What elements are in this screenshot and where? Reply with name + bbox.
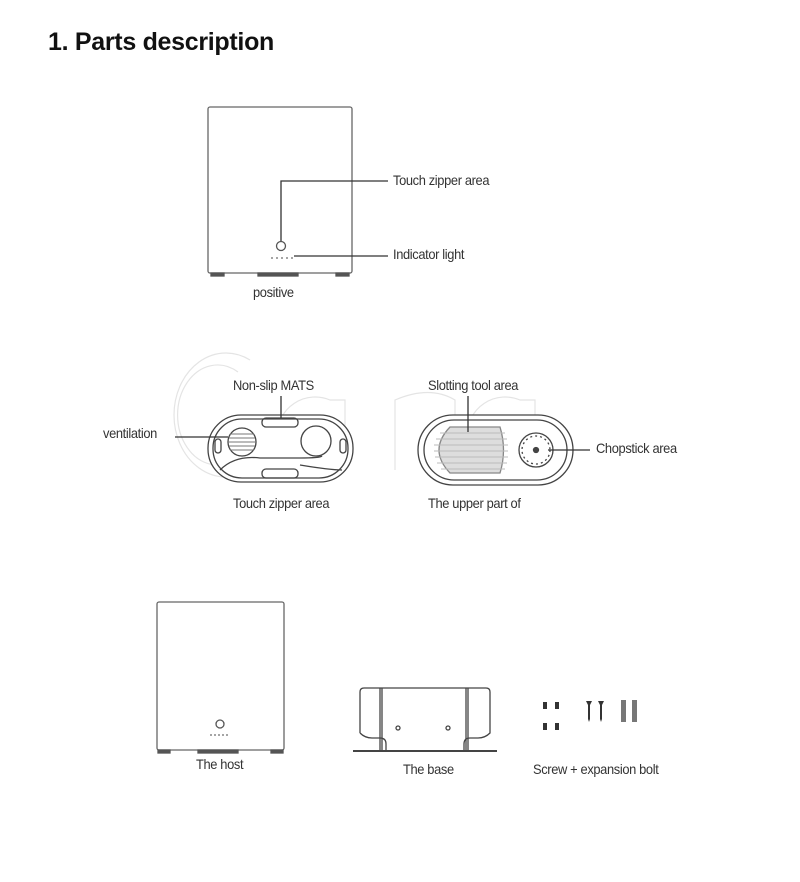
page-title: 1. Parts description: [48, 28, 275, 56]
chopstick-area-label: Chopstick area: [596, 440, 677, 456]
indicator-light-dots: [271, 257, 293, 259]
front-view-device: [207, 106, 388, 277]
bottom-view-device: [175, 396, 354, 483]
base-bracket: [353, 687, 497, 752]
top-view-caption: The upper part of: [428, 495, 521, 511]
slotting-tool-label: Slotting tool area: [428, 377, 519, 393]
bottom-view-caption: Touch zipper area: [233, 495, 330, 511]
top-view-device: [417, 396, 590, 486]
host-caption: The host: [196, 756, 244, 772]
screws-and-bolts: [543, 700, 637, 730]
touch-zipper-label: Touch zipper area: [393, 172, 490, 188]
ventilation-label: ventilation: [103, 425, 157, 441]
non-slip-mats-label: Non-slip MATS: [233, 377, 314, 393]
host-device: [156, 601, 285, 754]
front-view-caption: positive: [253, 284, 294, 300]
touch-button-icon: [275, 240, 287, 252]
screws-caption: Screw + expansion bolt: [533, 761, 659, 777]
indicator-light-label: Indicator light: [393, 246, 465, 262]
base-caption: The base: [403, 761, 454, 777]
